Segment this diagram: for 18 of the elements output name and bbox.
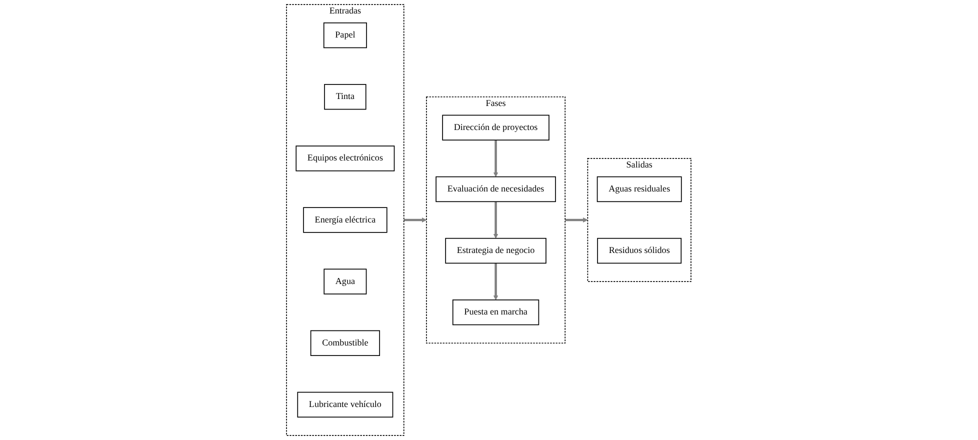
node-box: Puesta en marcha <box>452 299 540 326</box>
node-box: Energía eléctrica <box>303 207 388 233</box>
node-box: Combustible <box>310 330 380 356</box>
node-box: Dirección de proyectos <box>442 114 550 140</box>
arrow <box>565 218 588 222</box>
arrow <box>404 218 427 222</box>
node-box: Papel <box>324 22 368 48</box>
node-box: Tinta <box>324 84 367 110</box>
arrow <box>494 140 499 177</box>
node-box: Agua <box>324 268 367 294</box>
node-box: Lubricante vehículo <box>297 392 394 418</box>
node-box: Residuos sólidos <box>597 238 682 264</box>
node-box: Evaluación de necesidades <box>436 176 556 202</box>
node-box: Equipos electrónicos <box>296 146 395 172</box>
arrow <box>494 263 499 300</box>
node-box: Aguas residuales <box>597 176 682 202</box>
node-box: Estrategia de negocio <box>445 238 547 264</box>
arrow <box>494 202 499 239</box>
